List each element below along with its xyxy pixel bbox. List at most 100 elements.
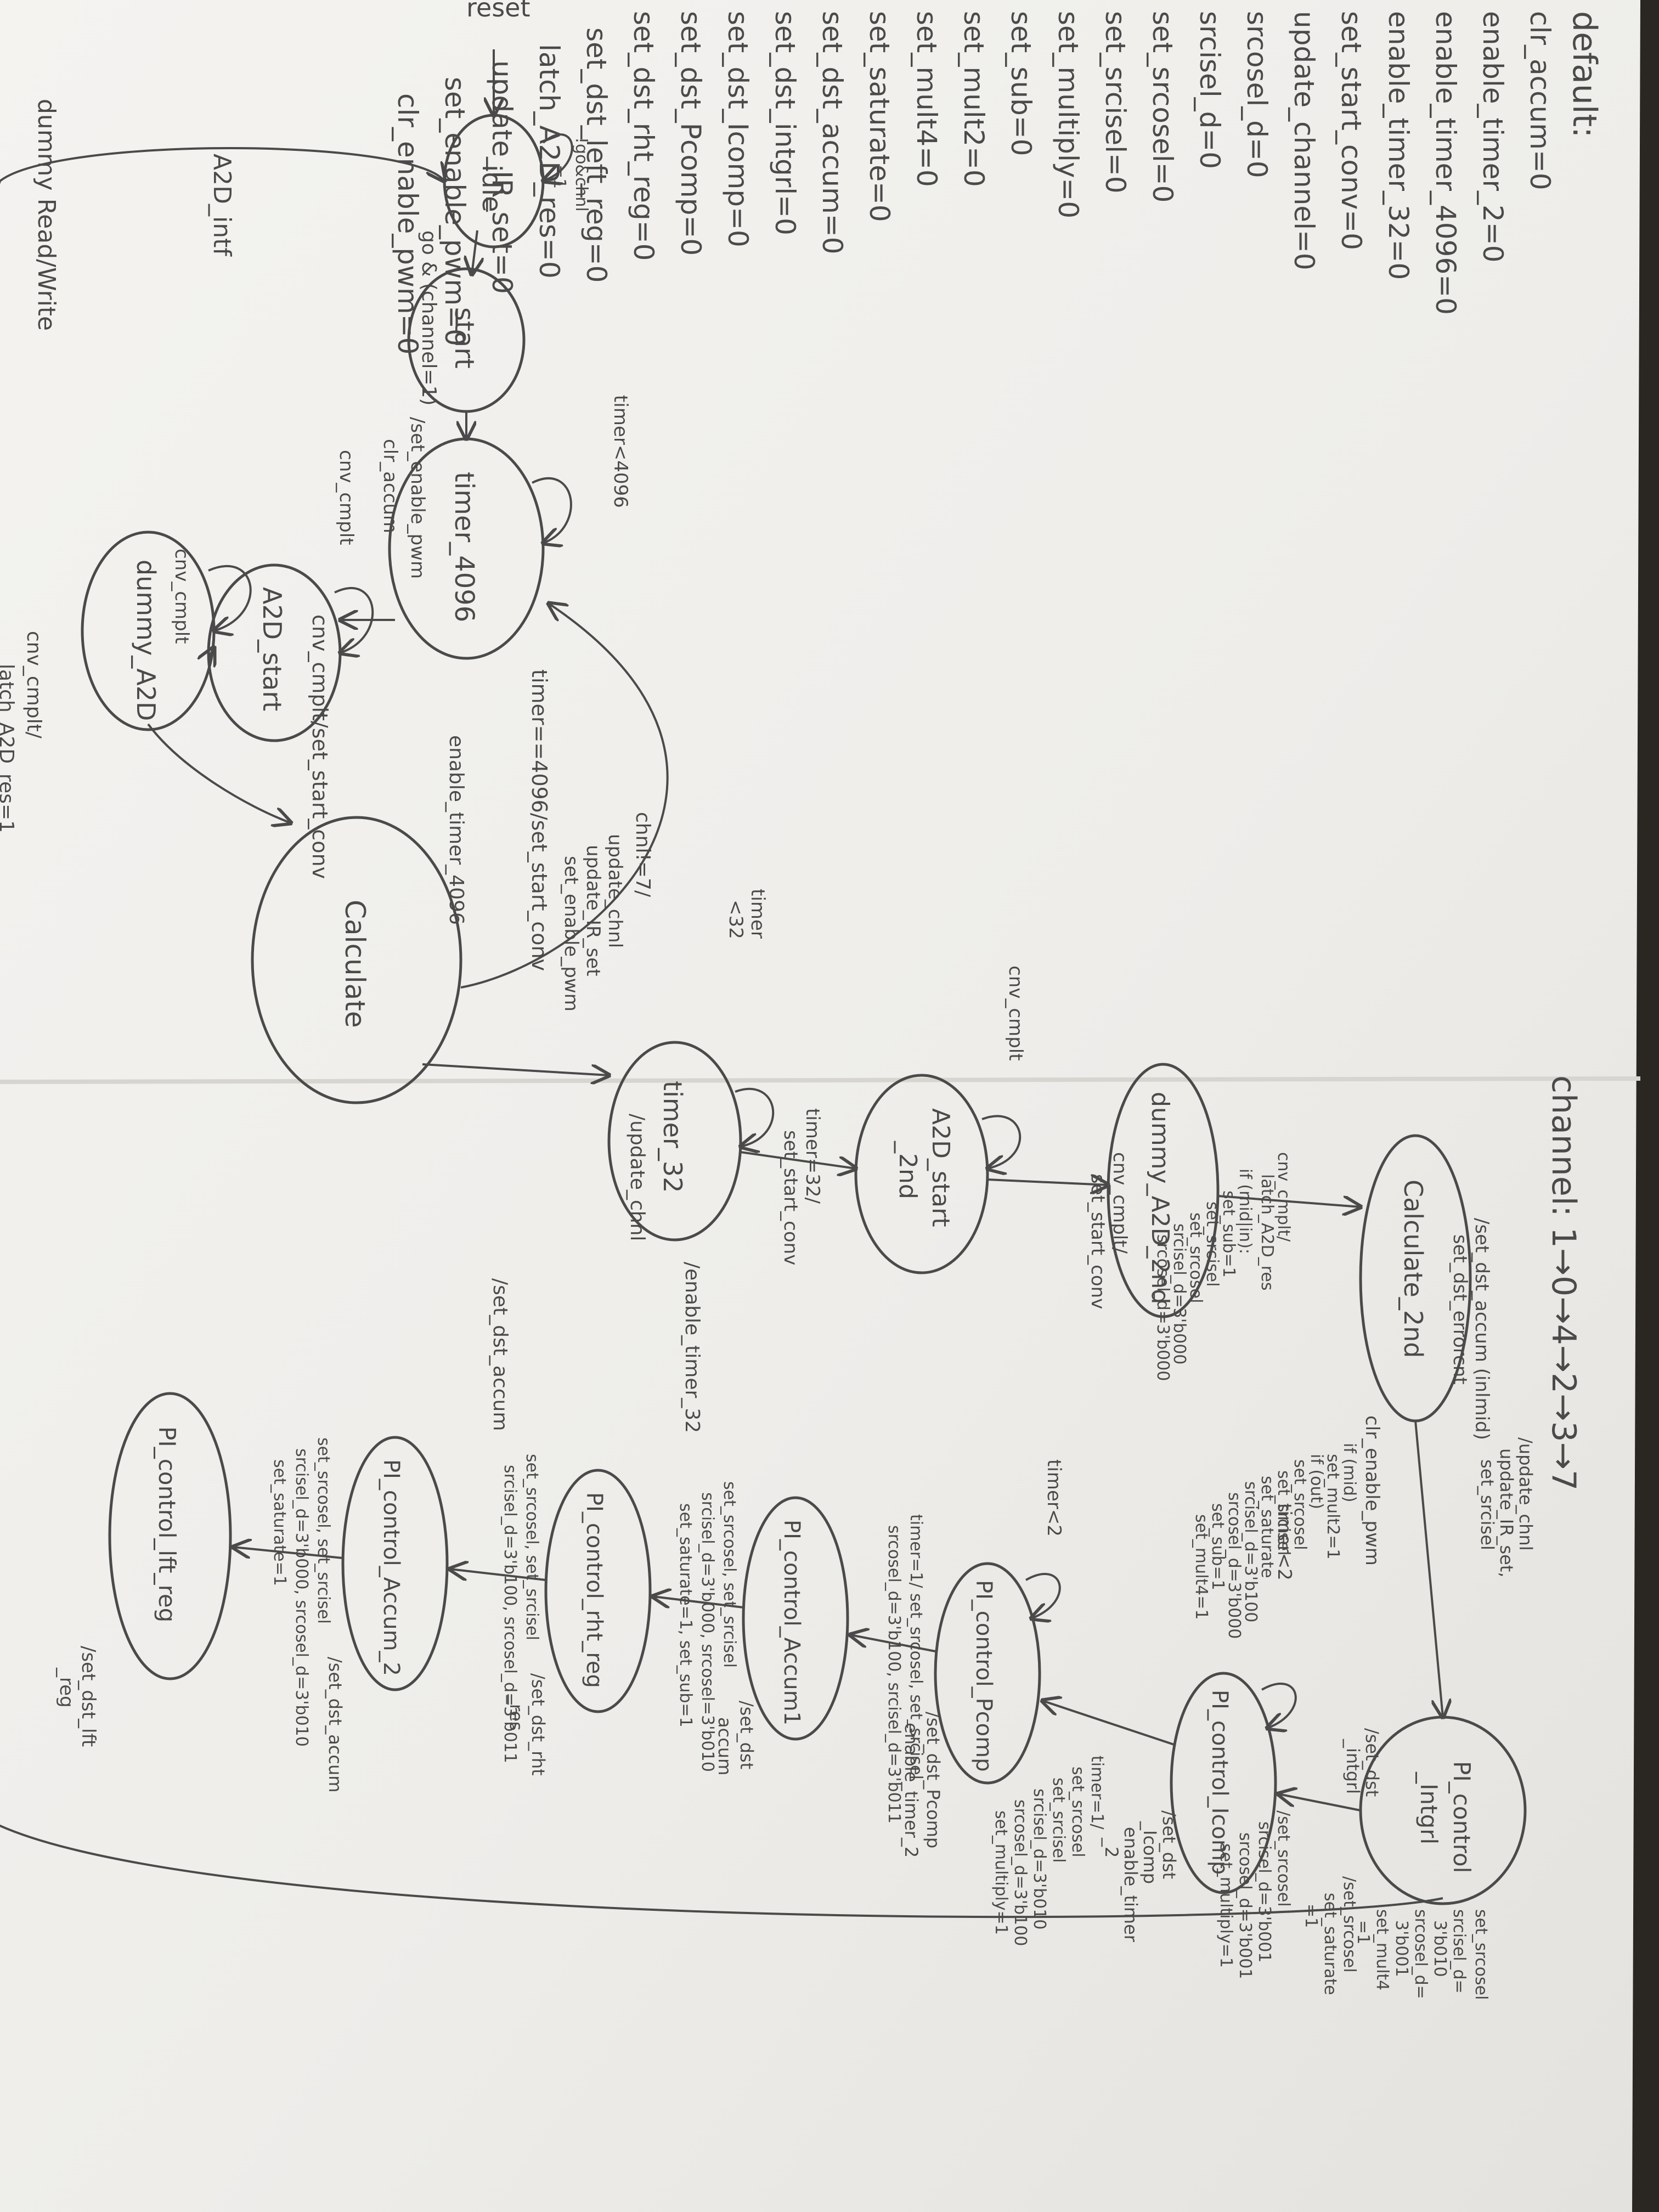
transition-label-timer-lt-32-b: <32	[725, 900, 747, 939]
state-pi-icomp[interactable]	[1170, 1672, 1277, 1894]
default-line: set_sub=0	[1005, 11, 1037, 156]
state-dummy-a2d-2nd-label: dummy_A2D_2nd	[1146, 1092, 1174, 1304]
footnote-a2d-intf: A2D_intf	[208, 154, 236, 257]
transition-label-set-dst-pcomp: /set_dst_Pcomp	[923, 1712, 944, 1848]
state-a2d-start-2nd-label: A2D_start	[927, 1108, 955, 1227]
transition-label-chnl-7-l1: chnl!=7/	[631, 812, 654, 898]
arrow-a2d-2nd-to-dummy-2nd	[987, 1180, 1108, 1185]
transition-label-calc2-l5: set_srcisel	[1203, 1201, 1222, 1286]
default-line: clr_accum=0	[1524, 11, 1556, 190]
transition-label-cnv-cmplt-latch: cnv_cmplt/	[22, 631, 45, 739]
transition-label-rht-l2: srcisel_d=3'b100, srcosel_d=3'b011	[500, 1465, 520, 1763]
state-pi-pcomp-label: PI_control_Pcomp	[971, 1580, 996, 1772]
transition-labels: channel: 1→0→4→2→3→7!go&chnl=1go & (chan…	[0, 137, 1583, 2000]
transitions-layer	[0, 49, 1443, 1918]
transition-label-icomp-in-l1: /set_srcosel	[1274, 1810, 1293, 1907]
transition-label-intgrl-in-l9: set_sub=1	[1208, 1503, 1227, 1590]
state-pi-accum1[interactable]	[742, 1496, 849, 1741]
default-line: set_dst_Pcomp=0	[675, 11, 707, 256]
footnote-dummy-rw: dummy Read/Write	[32, 99, 60, 331]
default-line: latch_A2D_res=0	[533, 44, 565, 279]
arrow-calculate-to-timer32	[422, 1063, 609, 1075]
transition-label-setsrcosel-l3: =1	[1301, 1904, 1321, 1928]
state-pi-pcomp[interactable]	[934, 1562, 1041, 1785]
default-line: set_dst_accum=0	[816, 11, 848, 255]
transition-label-enable-timer-32: /enable_timer_32	[681, 1262, 703, 1433]
transition-label-icomp-in-l3: srcosel_d=3'b001	[1235, 1832, 1255, 1979]
default-line: enable_timer_4096=0	[1430, 11, 1462, 315]
transition-label-clr-accum: clr_accum	[379, 439, 401, 533]
transition-label-cnv-cmplt-set: cnv_cmplt/set_start_conv	[308, 614, 332, 879]
default-line: set_dst_intgrl=0	[769, 11, 801, 235]
transition-label-enable-timer-2b: enable_timer_2	[901, 1723, 922, 1858]
transition-label-intgrl-out-l6: set_mult4	[1373, 1909, 1392, 1990]
transition-label-calc2-l8: srcosel_d=3'b000	[1153, 1234, 1172, 1381]
state-diagram: default: clr_accum=0enable_timer_2=0enab…	[0, 0, 1604, 2000]
transition-label-intgrl-out-l2: srcisel_d=	[1449, 1909, 1469, 1994]
state-pi-accum2-label: PI_control_Accum_2	[379, 1459, 404, 1676]
transition-label-timer-eq-1b-l1: timer=1/ set_srcosel, set_srcisel	[906, 1514, 926, 1780]
state-pi-lft[interactable]	[108, 1392, 232, 1680]
transition-label-timer-lt-4096: timer<4096	[610, 395, 631, 508]
transition-label-intgrl-out-l5: 3'b001	[1392, 1920, 1411, 1977]
default-line: srcosel_d=0	[1241, 11, 1273, 178]
transition-label-timer-eq-4096: timer==4096/set_start_conv	[527, 669, 551, 971]
state-timer-4096-label: timer_4096	[449, 472, 479, 622]
transition-label-intgrl-in-l5: set_srcisel	[1274, 1470, 1293, 1555]
transition-label-accum1-l1: set_srcosel, set_srcisel	[720, 1481, 739, 1668]
arrow-intgrl-to-icomp	[1278, 1794, 1361, 1812]
transition-label-set-dst-icomp-l2: _Icomp	[1139, 1821, 1160, 1884]
defaults-block: default: clr_accum=0enable_timer_2=0enab…	[32, 11, 1604, 354]
states-layer: idle start timer_4096 A2D_start dummy_A2…	[81, 114, 1527, 1905]
state-calculate[interactable]	[251, 816, 462, 1104]
transition-label-accum1-l3: set_saturate=1, set_sub=1	[676, 1503, 695, 1728]
transition-label-set-dst-accum-c: /set_dst_accum	[325, 1657, 346, 1792]
transition-label-timer-eq-1a-l3: set_srcisel	[1049, 1778, 1068, 1863]
transition-label-cnv-cmplt-a: cnv_cmplt	[335, 450, 357, 545]
transition-label-cnv-cmplt-b: cnv_cmplt	[171, 549, 193, 644]
default-line: set_srcosel=0	[1147, 11, 1178, 202]
paper-fold-line	[0, 1076, 1641, 1084]
transition-label-update-chnl: /update_chnl	[626, 1114, 648, 1241]
transition-label-icomp-in-l4: set_multiply=1	[1216, 1843, 1235, 1968]
defaults-list: clr_accum=0enable_timer_2=0enable_timer_…	[392, 11, 1556, 354]
transition-label-enable-timer-2a: enable_timer	[1120, 1827, 1141, 1943]
transition-label-intgrl-in-l3: if (out)	[1307, 1454, 1326, 1509]
self-loop-timer32	[735, 1087, 775, 1147]
state-pi-lft-label: PI_control_lft_reg	[154, 1426, 180, 1622]
transition-label-intgrl-out-l4: srcosel_d=	[1411, 1909, 1430, 1999]
self-loop-a2d	[334, 587, 374, 653]
transition-label-latch-a2d: latch_A2D_res=1	[0, 664, 18, 833]
state-calculate-2nd-label: Calculate_2nd	[1398, 1180, 1428, 1358]
pi-states: PI_control_Icomp PI_control_Pcomp PI_con…	[108, 1392, 1277, 1894]
default-line: set_dst_left_reg=0	[580, 27, 612, 283]
state-start-label: start	[449, 307, 479, 369]
self-loop-a2d-2nd	[981, 1115, 1022, 1169]
transition-label-intgrl-in-l2: set_mult2=1	[1323, 1454, 1342, 1560]
state-pi-intgrl-label-2: _Intgrl	[1415, 1771, 1442, 1844]
transition-label-calc2-l4: set_sub=1	[1219, 1190, 1238, 1278]
state-pi-accum1-label: PI_control_Accum1	[779, 1520, 804, 1725]
transition-label-setsrcosel-l1: /set_srcosel	[1340, 1876, 1359, 1973]
state-dummy-a2d-label: dummy_A2D	[131, 560, 161, 721]
arrow-accum2-to-lft	[233, 1547, 343, 1559]
transition-label-setsrcosel-l2: set_saturate	[1321, 1893, 1340, 1995]
default-line: set_mult4=0	[911, 11, 943, 187]
transition-label-timer-lt-32: timer	[747, 889, 769, 939]
default-line: clr_enable_pwm=0	[392, 93, 424, 354]
self-loop-dummy	[208, 565, 252, 631]
arrow-icomp-to-pcomp	[1042, 1701, 1175, 1746]
transition-label-timer-eq-1a-l6: set_multiply=1	[991, 1810, 1011, 1935]
transition-label-timer-eq-1a-l2: set_srcosel	[1068, 1767, 1087, 1857]
transition-label-timer-eq-1a-l1: timer=1/	[1087, 1756, 1107, 1830]
state-pi-icomp-label: PI_control_Icomp	[1207, 1690, 1232, 1875]
transition-label-enable-timer-4096: enable_timer_4096	[445, 735, 467, 925]
transition-label-update-ir-l3: set_srcisel	[1477, 1459, 1498, 1550]
transition-label-intgrl-in-l1: if (mid)	[1340, 1443, 1359, 1502]
self-loop-pcomp	[1025, 1573, 1061, 1618]
arrow-intgrl-to-idle-loop	[0, 147, 1443, 1918]
arrow-calc-2nd-to-intgrl	[1414, 1420, 1443, 1717]
